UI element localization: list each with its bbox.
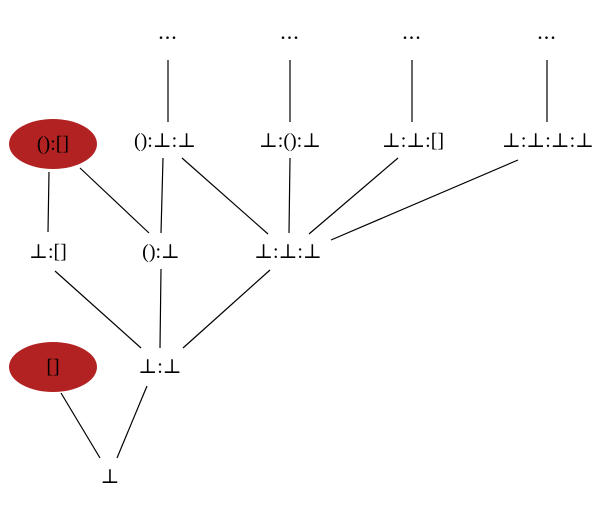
edge-bot-bot-bot--bot-bot (182, 269, 271, 349)
node-bot-bot-nil: ⊥:⊥:[] (381, 130, 445, 152)
edge-bot-unit-bot--bot-bot-bot (288, 157, 291, 234)
edge-bot-bot-nil--bot-bot-bot (308, 157, 399, 235)
edge-unit-nil--bot-nil (47, 171, 50, 233)
node-unit-bot-bot: ():⊥:⊥ (133, 130, 197, 152)
node-unit-nil: ():[] (9, 119, 97, 169)
node-ellipsis-col-1: ... (158, 19, 178, 44)
edge-unit-bot--bot-bot (159, 268, 162, 349)
edge-bot-nil--bot-bot (54, 270, 142, 349)
node-ellipsis-col-3: ... (402, 19, 422, 44)
node-nil: [] (9, 342, 97, 392)
node-unit-bot: ():⊥ (142, 241, 180, 263)
edge-unit-bot-bot--unit-bot (160, 157, 164, 234)
edge-bot-bot-bot-bot--bot-bot-bot (330, 159, 519, 241)
node-bot-nil: ⊥:[] (29, 241, 67, 263)
node-bot-unit-bot: ⊥:():⊥ (258, 130, 322, 152)
edge-nil--bot (60, 392, 101, 459)
edge-unit-nil--unit-bot (79, 167, 150, 234)
node-ellipsis-col-2: ... (280, 19, 300, 44)
node-bot-bot-bot-bot: ⊥:⊥:⊥:⊥ (502, 130, 594, 152)
edge-bot-bot--bot (116, 385, 148, 459)
node-bot-bot: ⊥:⊥ (138, 356, 182, 378)
node-ellipsis-col-4: ... (537, 19, 557, 44)
node-bot-bot-bot: ⊥:⊥:⊥ (254, 241, 322, 263)
node-bot: ⊥ (100, 466, 120, 488)
edge-unit-bot-bot--bot-bot-bot (181, 157, 269, 235)
